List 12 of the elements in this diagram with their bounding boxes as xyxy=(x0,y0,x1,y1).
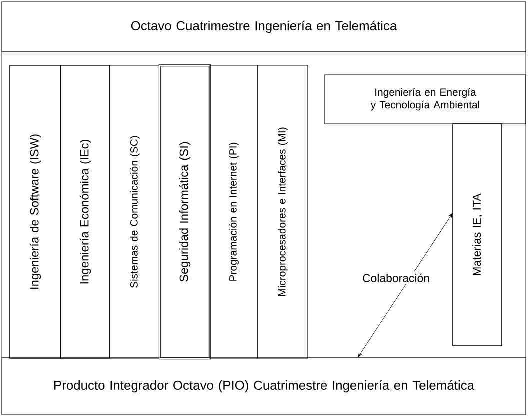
edge-label: Colaboración xyxy=(363,274,430,282)
subject-box: Microprocesadores e Interfaces (MI) xyxy=(258,65,308,359)
subject-box: Sistemas de Comunicación (SC) xyxy=(110,65,160,359)
text-box: Ingeniería en Energía y Tecnología Ambiental xyxy=(324,74,526,124)
arrow xyxy=(358,213,453,358)
subject-box: Programación en Internet (PI) xyxy=(210,65,258,359)
subject-box: Ingeniería de Software (ISW) xyxy=(10,65,62,359)
subject-box: Seguridad Informática (SI) xyxy=(158,64,212,360)
text-box: Producto Integrador Octavo (PIO) Cuatrimestre Ingeniería en Telemática xyxy=(2,358,526,416)
subject-box: Materias IE, ITA xyxy=(452,124,502,346)
subject-box: Ingeniería Económica (IEc) xyxy=(60,65,110,359)
text-box: Octavo Cuatrimestre Ingeniería en Telemática xyxy=(2,2,526,52)
